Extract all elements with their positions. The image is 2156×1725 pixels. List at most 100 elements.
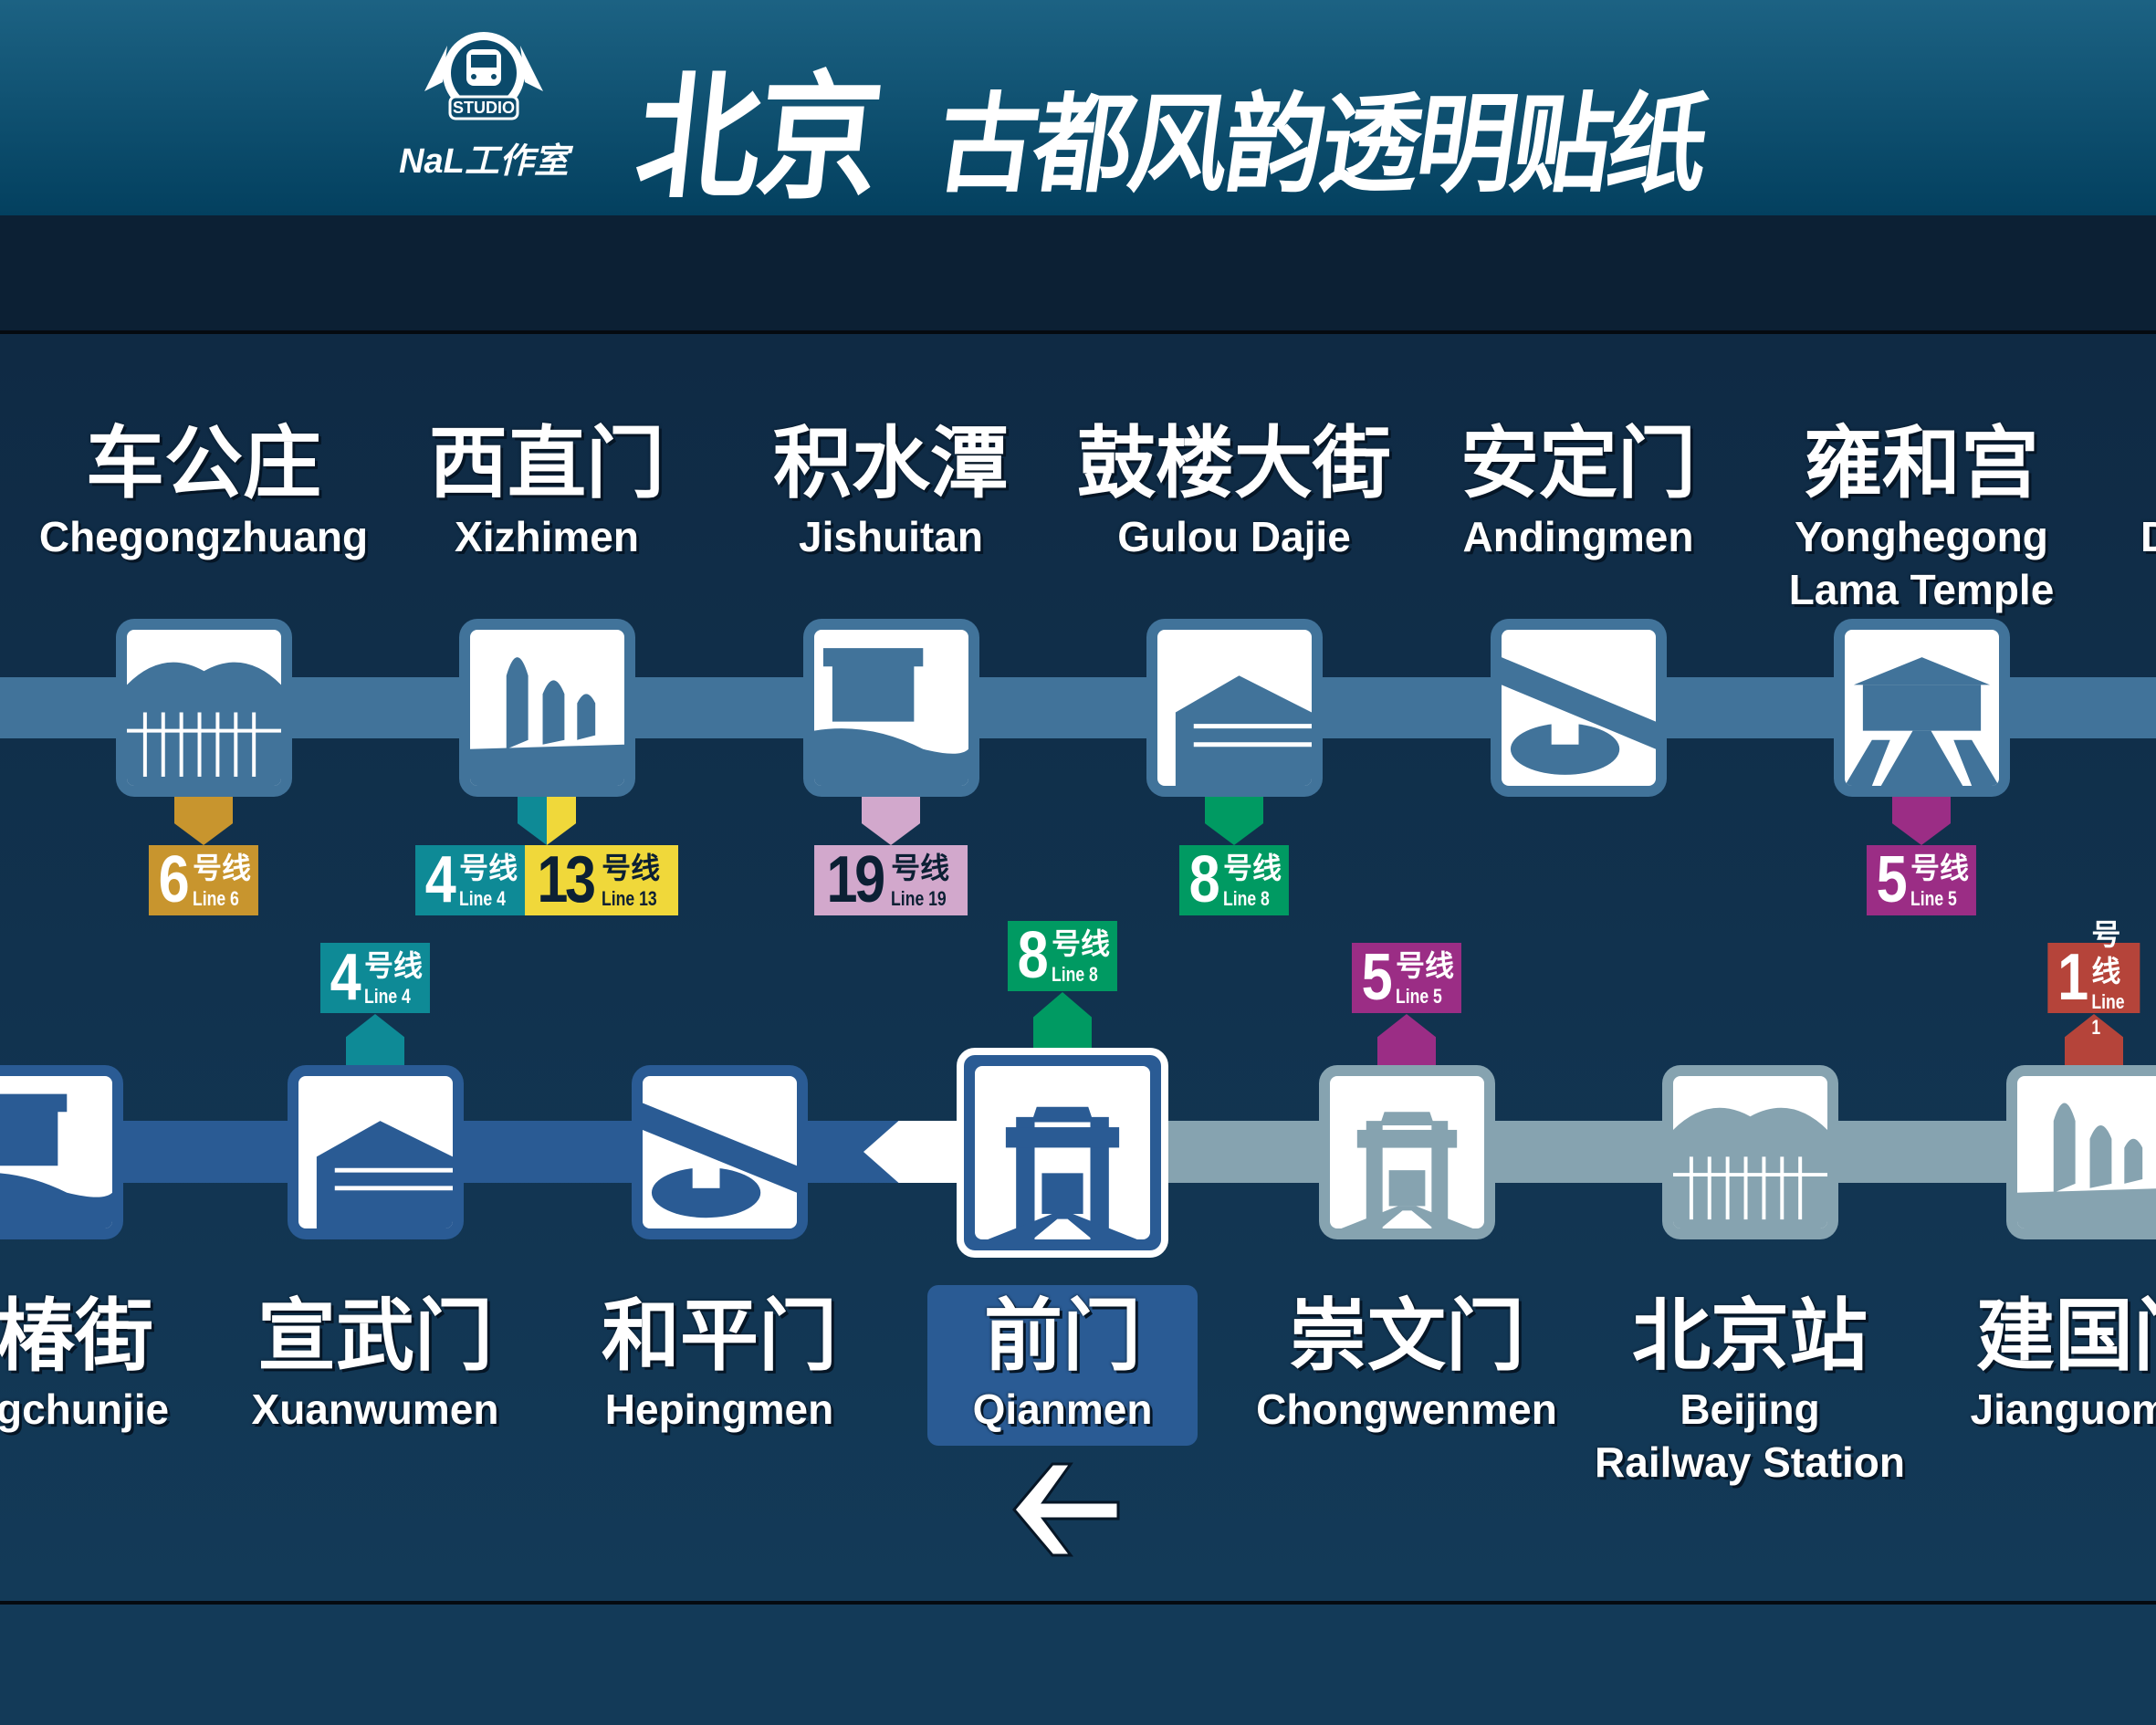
station-icon-chegongzhuang[interactable] [116, 619, 292, 797]
line-label-en: Line 1 [2091, 989, 2125, 1039]
footer-band [0, 1601, 2156, 1725]
station-name-en: Beijing [1680, 1385, 1820, 1433]
line-label-zh: 号线 [193, 851, 252, 884]
station-icon-xizhimen[interactable] [459, 619, 635, 797]
title-subtitle: 古都风韵透明贴纸 [930, 85, 1713, 205]
line-number: 13 [537, 843, 596, 916]
landmark-pictogram-icon [127, 630, 281, 786]
station-icon-hepingmen[interactable] [632, 1065, 808, 1239]
station-name-zh: 雍和宫 [1804, 420, 2039, 507]
station-name-zh: 鼓楼大街 [1077, 420, 1391, 507]
station-name-en: Chegongzhuang [38, 513, 369, 560]
arrow-left-icon [1012, 1462, 1120, 1557]
station-name-zh: 积水潭 [773, 420, 1009, 507]
station-name-en: Hepingmen [604, 1385, 834, 1433]
route-line-upcoming [1062, 1121, 2156, 1183]
station-icon-gchunjie[interactable] [0, 1065, 123, 1239]
landmark-pictogram-icon [1330, 1076, 1484, 1228]
station-name-en: D [2140, 513, 2156, 560]
station-name-zh: 崇文门 [1289, 1292, 1524, 1380]
line-number: 6 [158, 843, 190, 916]
train-logo-icon: STUDIO [424, 32, 543, 120]
line-number: 19 [826, 843, 885, 916]
station-name-en: Andingmen [1462, 513, 1694, 560]
station-icon-beijing[interactable] [1662, 1065, 1838, 1239]
line-label-zh: 号线 [1910, 851, 1970, 884]
line-label-en: Line 8 [1052, 962, 1098, 986]
station-name-zh: 西直门 [429, 420, 665, 507]
station-name-zh: 前门 [984, 1292, 1141, 1380]
station-name-zh: 安定门 [1460, 420, 1696, 507]
station-icon-qianmen[interactable] [957, 1048, 1168, 1258]
line-label-en: Line 5 [1910, 886, 1957, 910]
line-label-zh: 号线 [1396, 948, 1455, 982]
line-label-en: Line 19 [891, 886, 947, 910]
line-number: 1 [2057, 941, 2088, 1014]
line-label-en: Line 13 [602, 886, 657, 910]
line-label-en: Line 5 [1396, 984, 1442, 1008]
landmark-pictogram-icon [2017, 1076, 2156, 1228]
line-label-zh: 号线 [459, 851, 518, 884]
station-name-en: Jianguomen [1970, 1385, 2156, 1433]
station-icon-gulou-dajie[interactable] [1146, 619, 1323, 797]
title-city: 北京 [629, 61, 886, 214]
station-name-zh: 建国门 [1976, 1292, 2156, 1380]
landmark-pictogram-icon [0, 1076, 112, 1228]
station-name-en: Xizhimen [455, 513, 639, 560]
station-icon-yonghegong[interactable] [1834, 619, 2010, 797]
logo-text: STUDIO [453, 99, 515, 117]
header: STUDIO NaL工作室 北京 古都风韵透明贴纸 [0, 0, 2156, 215]
landmark-pictogram-icon [1157, 630, 1312, 786]
line-number: 4 [424, 843, 456, 916]
route-line-top [0, 677, 2156, 738]
station-name-en: Qianmen [972, 1385, 1153, 1433]
station-icon-andingmen[interactable] [1491, 619, 1667, 797]
line-label-en: Line 4 [459, 886, 506, 910]
station-name-en: Chongwenmen [1256, 1385, 1557, 1433]
line-number: 4 [330, 941, 361, 1014]
station-name-zh: 和平门 [602, 1292, 837, 1380]
station-icon-xuanwumen[interactable] [288, 1065, 464, 1239]
current-station-highlight [927, 1285, 1198, 1446]
line-label-en: Line 4 [364, 984, 411, 1008]
station-icon-chongwenmen[interactable] [1319, 1065, 1495, 1239]
station-icon-jianguomen[interactable] [2006, 1065, 2156, 1239]
landmark-pictogram-icon [814, 630, 968, 786]
station-icon-jishuitan[interactable] [803, 619, 979, 797]
line-label-zh: 号线 [364, 948, 424, 982]
station-name-en: gchunjie [0, 1385, 170, 1433]
landmark-pictogram-icon [975, 1066, 1150, 1239]
station-name-en: Yonghegong [1795, 513, 2048, 560]
landmark-pictogram-icon [298, 1076, 453, 1228]
station-name-en: Xuanwumen [251, 1385, 499, 1433]
station-name-zh: 宣武门 [257, 1292, 493, 1380]
landmark-pictogram-icon [643, 1076, 797, 1228]
station-name-en: Jishuitan [799, 513, 983, 560]
line-label-zh: 号线 [891, 851, 950, 884]
